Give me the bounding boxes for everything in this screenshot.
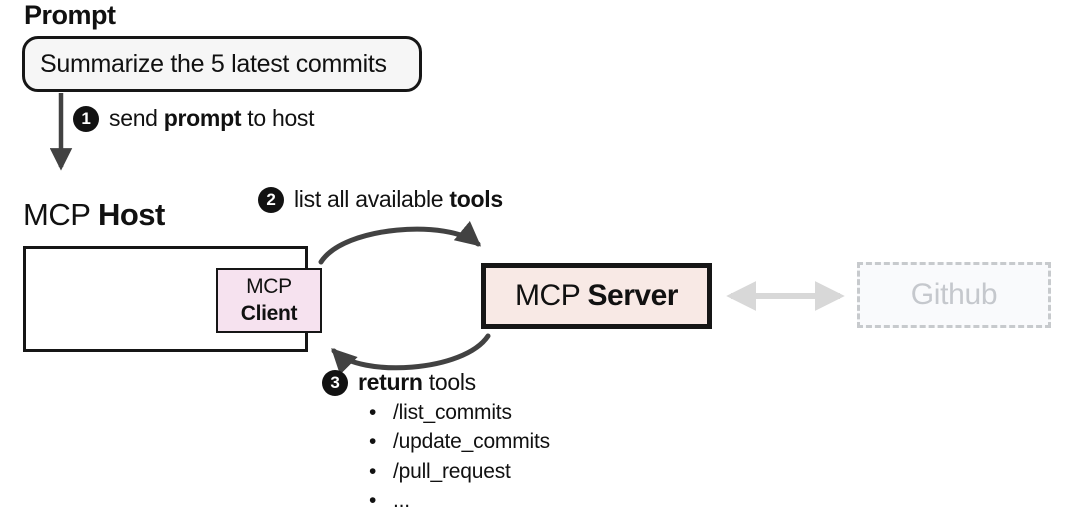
- prompt-bubble-text: Summarize the 5 latest commits: [40, 49, 387, 78]
- tool-list-item: • ...: [369, 487, 550, 517]
- step-1-text: send prompt to host: [109, 105, 315, 131]
- client-label-line2: Client: [240, 301, 298, 325]
- host-label: MCP Host: [23, 197, 165, 232]
- tools-list: • /list_commits • /update_commits • /pul…: [369, 398, 550, 516]
- client-to-server-arc-arrow: [318, 220, 482, 265]
- bullet-icon: •: [369, 430, 377, 454]
- bullet-icon: •: [369, 489, 377, 513]
- step-3-label: 3 return tools: [322, 369, 476, 396]
- prompt-bubble: Summarize the 5 latest commits: [22, 36, 422, 92]
- tool-list-item: • /update_commits: [369, 428, 550, 458]
- tool-list-item: • /list_commits: [369, 398, 550, 428]
- tool-name: /list_commits: [393, 400, 512, 424]
- bullet-icon: •: [369, 400, 377, 424]
- step-3-number-badge: 3: [322, 369, 348, 396]
- client-label-line1: MCP: [246, 275, 292, 299]
- step-1-number-badge: 1: [73, 105, 99, 132]
- client-box: MCP Client: [216, 268, 322, 333]
- tool-name: ...: [393, 489, 410, 513]
- tool-name: /pull_request: [393, 459, 511, 483]
- github-label: Github: [910, 278, 998, 311]
- bullet-icon: •: [369, 459, 377, 483]
- step-2-number-badge: 2: [258, 186, 284, 213]
- step-3-text: return tools: [358, 369, 476, 395]
- prompt-title: Prompt: [24, 0, 116, 30]
- github-box: Github: [857, 262, 1051, 328]
- tool-list-item: • /pull_request: [369, 457, 550, 487]
- server-to-client-arc-arrow: [331, 333, 491, 375]
- step-2-label: 2 list all available tools: [258, 186, 503, 213]
- step-1-label: 1 send prompt to host: [73, 105, 315, 132]
- tool-name: /update_commits: [393, 430, 550, 454]
- server-box: MCP Server: [481, 263, 712, 329]
- server-label: MCP Server: [515, 279, 678, 312]
- step-2-text: list all available tools: [294, 186, 503, 212]
